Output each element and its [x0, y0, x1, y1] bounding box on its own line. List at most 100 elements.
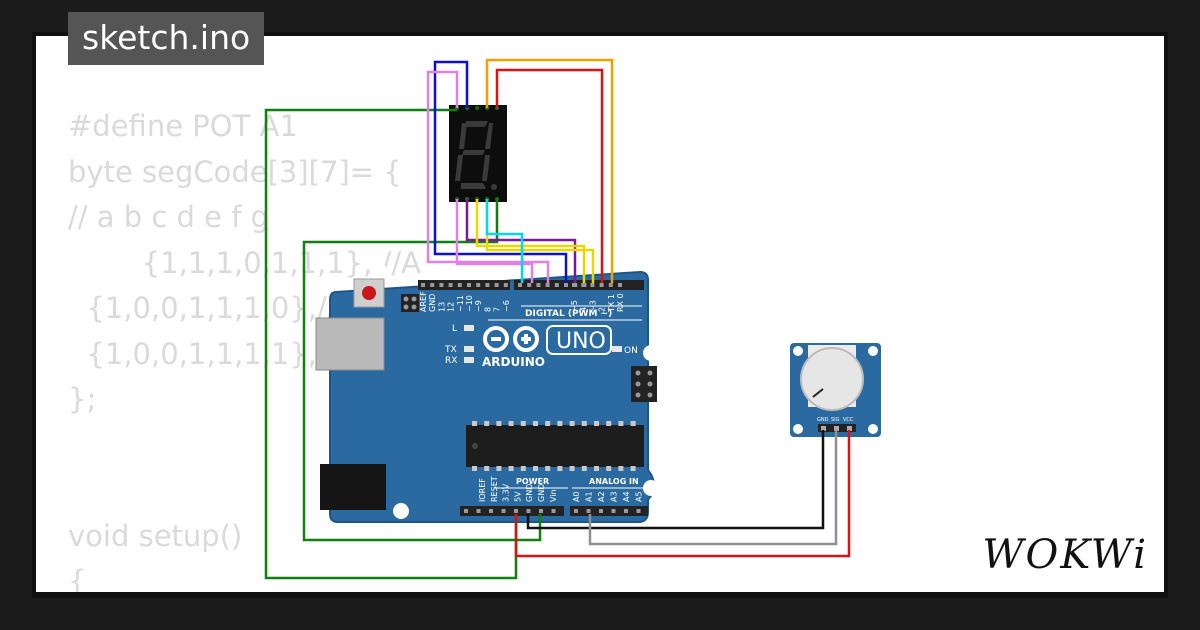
analog-pin-label: A5 — [635, 491, 644, 502]
code-line: byte segCode[3][7]= { — [68, 154, 402, 189]
power-pin-label: Vin — [549, 489, 558, 502]
analog-header — [570, 506, 648, 516]
digital-pin[interactable] — [608, 283, 613, 287]
code-line: { — [68, 564, 87, 592]
board-model: UNO — [556, 329, 606, 354]
digital-pin[interactable] — [564, 283, 568, 287]
atmega-chip — [466, 425, 644, 467]
digital-pin-label: 7 — [493, 307, 502, 312]
power-jack — [320, 464, 386, 510]
power-pin[interactable] — [476, 509, 481, 513]
digital-pin[interactable] — [599, 283, 604, 287]
digital-pin[interactable] — [503, 283, 508, 287]
digital-pin[interactable] — [421, 283, 425, 287]
wire-pink — [455, 199, 534, 283]
wire-red-display — [495, 68, 604, 283]
seven-segment-display[interactable] — [449, 105, 507, 202]
power-pin-label: 5V — [513, 491, 522, 502]
digital-pin[interactable] — [518, 283, 522, 287]
power-pin-label: 3.3V — [502, 483, 511, 502]
usb-port — [315, 317, 385, 371]
digital-pin-label: ~11 — [456, 295, 465, 312]
digital-pin[interactable] — [573, 283, 578, 287]
board-brand: ARDUINO — [482, 355, 545, 369]
digital-pin[interactable] — [430, 283, 435, 287]
wire-gray — [588, 430, 838, 546]
pot-knob[interactable] — [800, 347, 864, 411]
digital-pwm-label: DIGITAL (PWM ~) — [525, 309, 612, 319]
power-pin[interactable] — [514, 509, 518, 513]
wire-yellow-1 — [475, 199, 586, 283]
digital-pin-label: TX 1 — [607, 294, 616, 313]
analog-pin[interactable] — [636, 509, 641, 513]
digital-header-left — [418, 280, 510, 290]
code-line: }; — [68, 382, 97, 416]
analog-pin[interactable] — [611, 509, 616, 513]
analog-pin[interactable] — [624, 509, 628, 513]
wires — [264, 58, 851, 580]
power-pin-label: IOREF — [478, 478, 487, 502]
power-pin[interactable] — [489, 509, 493, 513]
power-pin[interactable] — [539, 509, 543, 513]
digital-pin[interactable] — [476, 283, 481, 287]
analog-pin-label: A4 — [622, 491, 631, 502]
digital-pin[interactable] — [494, 283, 499, 287]
analog-pin[interactable] — [574, 509, 578, 513]
wire-cyan — [485, 199, 524, 283]
pot-vcc-label: VCC — [843, 417, 854, 423]
led-l-label: L — [452, 324, 457, 334]
digital-pin[interactable] — [545, 283, 550, 287]
power-pin[interactable] — [464, 509, 468, 513]
digital-pin[interactable] — [439, 283, 444, 287]
potentiometer[interactable]: GND SIG VCC — [790, 343, 881, 437]
wire-orange — [485, 58, 614, 283]
digital-pin-label: RX 0 — [616, 293, 625, 312]
digital-pin-label: 8 — [483, 307, 492, 312]
analog-pin-label: A1 — [585, 491, 594, 502]
digital-pin[interactable] — [485, 283, 490, 287]
pot-sig-label: SIG — [831, 417, 840, 423]
digital-pin[interactable] — [457, 283, 462, 287]
wire-blue — [433, 60, 568, 283]
analog-pin[interactable] — [586, 509, 591, 513]
digital-pin-label: ~10 — [465, 295, 474, 312]
digital-pin[interactable] — [448, 283, 453, 287]
analog-pin[interactable] — [599, 509, 603, 513]
code-line: {1,0,0,1,1,1,0},//C — [68, 291, 357, 325]
digital-pin[interactable] — [467, 283, 471, 287]
digital-pin-label: GND — [428, 294, 437, 312]
analog-pin-label: A0 — [572, 491, 581, 502]
digital-pin-label: AREF — [419, 291, 428, 312]
digital-pin[interactable] — [536, 283, 541, 287]
analog-in-label: ANALOG IN — [589, 477, 639, 486]
wire-red-vcc — [514, 430, 851, 558]
analog-pin-label: A2 — [597, 491, 606, 502]
digital-pin[interactable] — [554, 283, 559, 287]
power-pin[interactable] — [551, 509, 556, 513]
digital-pin[interactable] — [527, 283, 532, 287]
code-line: {1,0,0,1,1,1,1},//E — [68, 336, 355, 371]
power-header — [460, 506, 564, 516]
wire-black — [526, 430, 825, 530]
code-line: void setup() — [68, 518, 243, 553]
digital-pin-label: 12 — [447, 302, 456, 312]
led-tx-label: TX — [444, 345, 457, 355]
digital-pin-label: 13 — [437, 302, 446, 312]
on-label: ON — [624, 346, 638, 356]
digital-pin-label: 4 — [579, 307, 588, 312]
wokwi-logo: WOKWi — [982, 532, 1148, 578]
digital-pin[interactable] — [618, 283, 622, 287]
digital-pin[interactable] — [590, 283, 595, 287]
power-pin[interactable] — [526, 509, 531, 513]
analog-pin-label: A3 — [610, 491, 619, 502]
digital-header-right — [514, 280, 644, 290]
power-pin[interactable] — [501, 509, 506, 513]
pot-gnd-label: GND — [817, 417, 829, 423]
power-label: POWER — [516, 477, 549, 486]
power-pin-label: GND — [525, 484, 534, 502]
digital-pin[interactable] — [582, 283, 587, 287]
sketch-title: sketch.ino — [68, 12, 265, 65]
code-line: // a b c d e f g — [68, 200, 270, 234]
